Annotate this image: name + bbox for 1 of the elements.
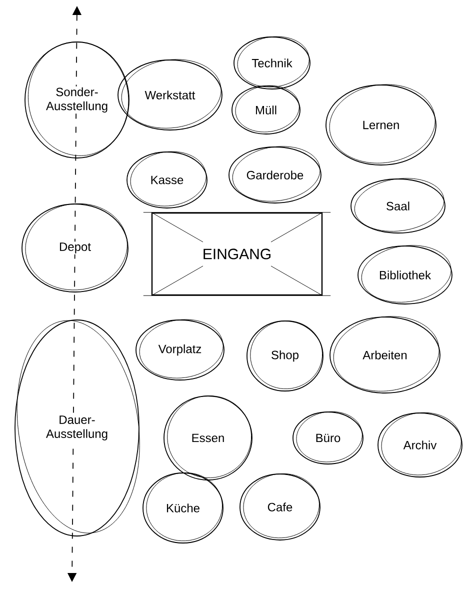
entrance-box: EINGANG [143, 212, 331, 296]
